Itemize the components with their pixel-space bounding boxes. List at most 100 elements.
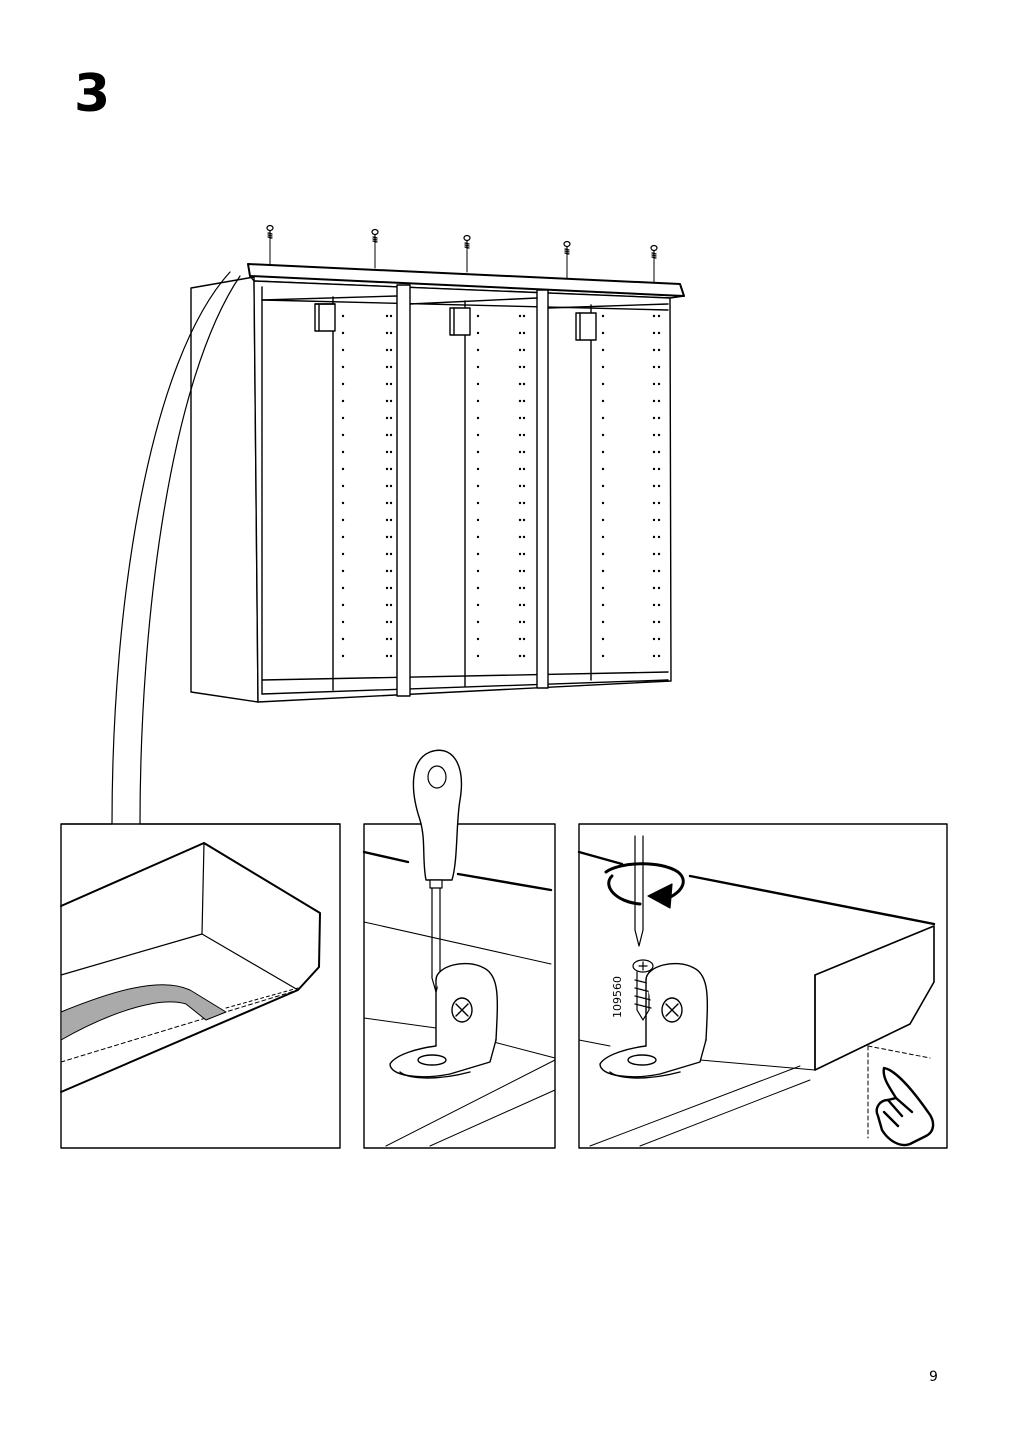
detail-panel-groove [60,823,341,1149]
shelf-pin-hole [522,637,526,641]
shelf-pin-hole [518,348,522,352]
shelf-pin-hole [601,467,605,471]
shelf-pin-hole [385,518,389,522]
shelf-pin-hole [518,382,522,386]
screw-icon [266,224,658,260]
shelf-pin-hole [518,416,522,420]
shelf-pin-hole [657,433,661,437]
shelf-pin-hole [341,518,345,522]
shelf-pin-hole [341,433,345,437]
shelf-pin-hole [341,637,345,641]
shelf-pin-hole [341,552,345,556]
shelf-pin-hole [601,348,605,352]
shelf-pin-hole [601,535,605,539]
shelf-pin-hole [518,450,522,454]
shelf-pin-hole [385,620,389,624]
shelf-pin-hole [518,586,522,590]
shelf-pin-hole [389,620,393,624]
shelf-pin-hole [652,348,656,352]
shelf-pin-hole [601,586,605,590]
shelf-pin-hole [389,433,393,437]
shelf-pin-hole [518,620,522,624]
shelf-pin-hole [522,569,526,573]
shelf-pin-hole [522,501,526,505]
shelf-pin-hole [601,552,605,556]
shelf-pin-hole [522,348,526,352]
shelf-pin-hole [389,552,393,556]
shelf-pin-hole [522,552,526,556]
shelf-pin-hole [652,399,656,403]
shelf-pin-hole [385,535,389,539]
shelf-pin-holes [341,314,661,658]
shelf-pin-hole [652,331,656,335]
shelf-pin-hole [476,348,480,352]
shelf-pin-hole [341,416,345,420]
shelf-pin-hole [341,654,345,658]
shelf-pin-hole [522,654,526,658]
shelf-pin-hole [476,518,480,522]
shelf-pin-hole [385,399,389,403]
shelf-pin-hole [341,399,345,403]
shelf-pin-hole [476,382,480,386]
shelf-pin-hole [389,637,393,641]
shelf-pin-hole [601,365,605,369]
shelf-pin-hole [657,518,661,522]
shelf-pin-hole [518,365,522,369]
shelf-pin-hole [385,331,389,335]
shelf-pin-hole [389,450,393,454]
shelf-pin-hole [385,552,389,556]
shelf-pin-hole [652,433,656,437]
shelf-pin-hole [476,314,480,318]
shelf-pin-hole [652,569,656,573]
shelf-pin-hole [518,484,522,488]
shelf-pin-hole [518,518,522,522]
shelf-pin-hole [341,484,345,488]
shelf-pin-hole [389,586,393,590]
shelf-pin-hole [601,450,605,454]
shelf-pin-hole [652,586,656,590]
shelf-pin-hole [518,433,522,437]
shelf-pin-hole [652,467,656,471]
shelf-pin-hole [652,654,656,658]
shelf-pin-hole [657,637,661,641]
shelf-pin-hole [601,620,605,624]
shelf-pin-hole [389,518,393,522]
shelf-pin-hole [389,603,393,607]
shelf-pin-hole [522,603,526,607]
shelf-pin-hole [476,637,480,641]
shelf-pin-hole [522,331,526,335]
shelf-pin-hole [341,331,345,335]
shelf-pin-hole [652,603,656,607]
shelf-pin-hole [476,501,480,505]
shelf-pin-hole [385,467,389,471]
shelf-pin-hole [385,501,389,505]
shelf-pin-hole [522,450,526,454]
shelf-pin-hole [652,552,656,556]
shelf-pin-hole [652,518,656,522]
shelf-pin-hole [601,382,605,386]
detail-panel-screwdriver [362,749,556,1149]
shelf-pin-hole [522,518,526,522]
shelf-pin-hole [657,586,661,590]
shelf-pin-hole [601,314,605,318]
shelf-pin-hole [389,348,393,352]
shelf-pin-hole [657,365,661,369]
shelf-pin-hole [601,501,605,505]
shelf-pin-hole [601,331,605,335]
shelf-pin-hole [476,416,480,420]
shelf-pin-hole [341,450,345,454]
shelf-pin-hole [518,399,522,403]
shelf-pin-hole [518,654,522,658]
shelf-pin-hole [522,365,526,369]
shelf-pin-hole [652,535,656,539]
shelf-pin-hole [476,484,480,488]
shelf-pin-hole [522,433,526,437]
shelf-pin-hole [601,399,605,403]
shelf-pin-hole [652,484,656,488]
shelf-pin-hole [389,382,393,386]
shelf-pin-hole [476,365,480,369]
shelf-pin-hole [385,365,389,369]
shelf-pin-hole [385,314,389,318]
shelf-pin-hole [389,416,393,420]
